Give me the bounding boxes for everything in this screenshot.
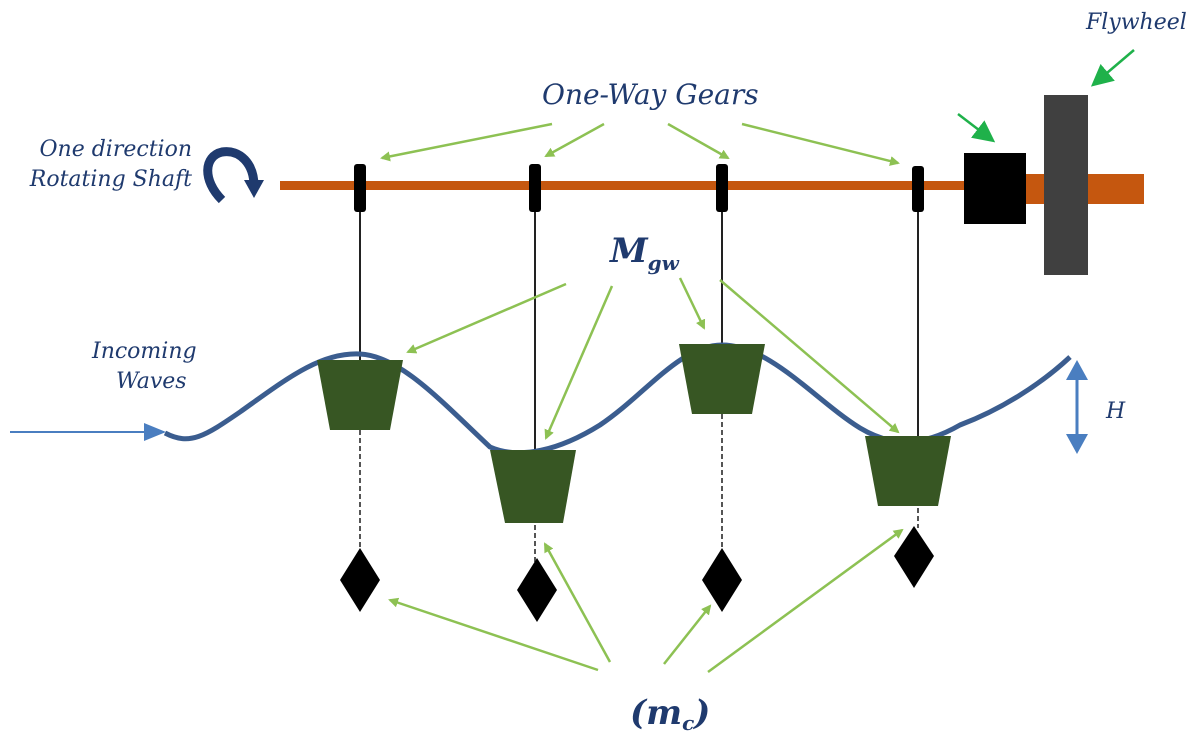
mc-label-open: (m — [630, 693, 682, 733]
gear-label-arrows — [380, 122, 900, 166]
one-way-gear-4 — [912, 166, 924, 212]
mc-label-sub: c — [682, 711, 694, 735]
gear-coupling-block — [964, 153, 1026, 224]
counterweight-1 — [340, 548, 380, 612]
mgw-label-main: M — [609, 231, 649, 271]
rotation-arrow-icon — [203, 147, 264, 204]
mc-label-arrows — [388, 528, 904, 674]
incoming-waves-line1: Incoming — [91, 339, 197, 364]
counterweights — [340, 526, 934, 622]
mgw-label-arrows — [406, 277, 900, 440]
one-way-gear-1 — [354, 164, 366, 212]
counterweight-3 — [702, 548, 742, 612]
mc-label-close: ) — [692, 693, 710, 733]
shaft-label-line1: One direction — [40, 137, 193, 162]
counterweight-4 — [894, 526, 934, 588]
flywheel-label: Flywheel — [1085, 10, 1187, 35]
one-way-gears-label: One-Way Gears — [542, 78, 759, 111]
incoming-waves-line2: Waves — [116, 369, 187, 394]
rotating-shaft — [280, 181, 970, 190]
height-marker — [1066, 360, 1088, 454]
mgw-label: Mgw — [609, 231, 680, 275]
block-pointer-arrow — [957, 113, 996, 143]
flywheel — [1044, 95, 1088, 275]
bucket-3 — [679, 344, 765, 414]
mc-label: (mc) — [630, 693, 710, 735]
hanging-strings — [359, 200, 919, 450]
bucket-2 — [490, 450, 576, 523]
bucket-4 — [865, 436, 951, 506]
counterweight-2 — [517, 558, 557, 622]
bucket-1 — [317, 360, 403, 430]
flywheel-pointer-arrow — [1090, 49, 1135, 87]
mgw-label-sub: gw — [648, 251, 680, 275]
one-way-gear-2 — [529, 164, 541, 212]
one-way-gears — [354, 164, 924, 212]
shaft-label-line2: Rotating Shaft — [29, 167, 192, 192]
counterweight-strings — [359, 414, 919, 565]
one-way-gear-3 — [716, 164, 728, 212]
gravity-wave-masses — [317, 344, 951, 523]
height-label: H — [1105, 399, 1126, 424]
